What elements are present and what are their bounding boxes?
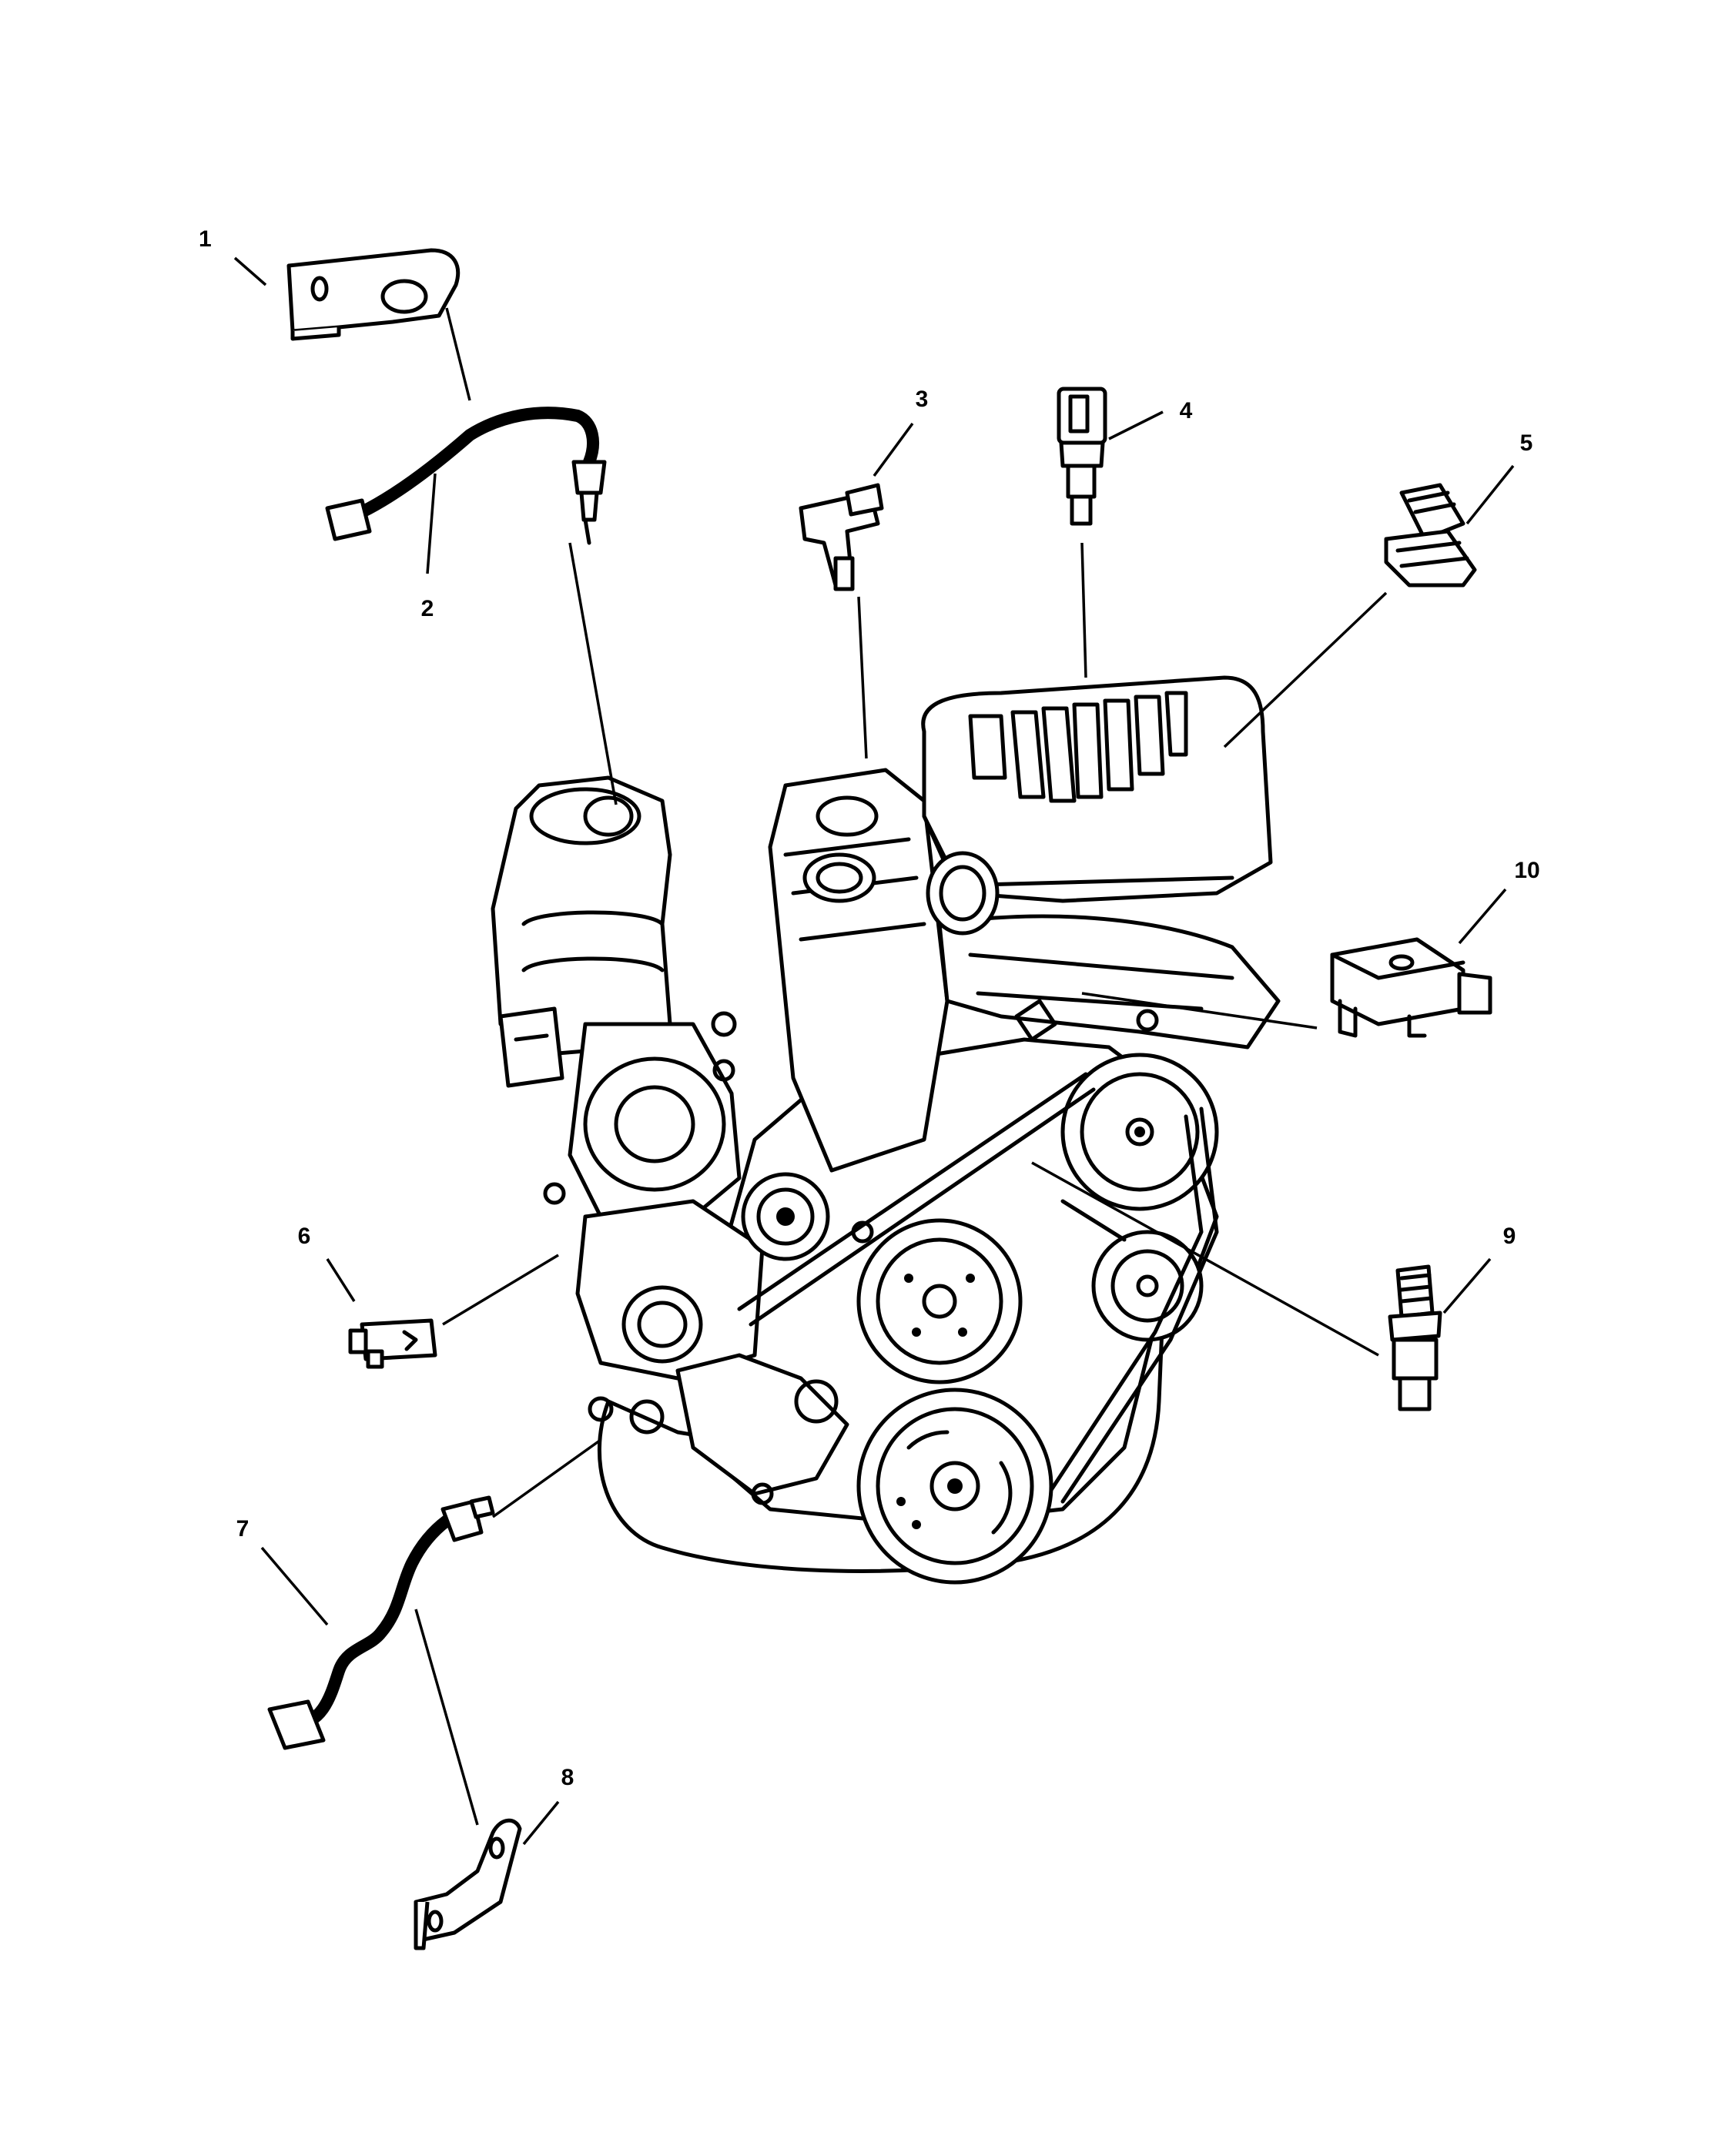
leader-10 [1458, 888, 1507, 945]
leader-10b [1081, 992, 1318, 1029]
callout-6: 6 [298, 1224, 311, 1249]
leader-6 [326, 1258, 356, 1302]
callout-4: 4 [1180, 398, 1193, 424]
leader-8b [414, 1609, 479, 1826]
leader-3 [873, 422, 914, 477]
part-1-bracket[interactable] [286, 248, 461, 341]
leader-4b [1080, 542, 1087, 678]
callout-labels: 1 2 3 4 5 6 7 8 9 10 [199, 226, 1540, 1790]
callout-9: 9 [1503, 1224, 1516, 1249]
leader-7b [491, 1438, 602, 1518]
part-9-temperature-sender[interactable] [1388, 1264, 1442, 1411]
part-3-camshaft-position-sensor[interactable] [799, 483, 884, 591]
part-2-oxygen-sensor-upstream[interactable] [325, 407, 607, 545]
callout-10: 10 [1514, 858, 1539, 883]
part-5-intake-air-temperature-sensor[interactable] [1384, 483, 1477, 588]
callout-2: 2 [421, 596, 434, 621]
leader-lines [233, 256, 1515, 1846]
leader-1 [233, 256, 267, 286]
part-8-bracket[interactable] [414, 1818, 522, 1950]
callout-8: 8 [561, 1765, 574, 1790]
leader-6b [442, 1254, 559, 1326]
leader-4 [1108, 410, 1164, 440]
callout-5: 5 [1520, 430, 1533, 456]
part-10-map-sensor[interactable] [1330, 937, 1492, 1038]
leader-9 [1442, 1257, 1492, 1314]
callout-7: 7 [236, 1516, 250, 1542]
leader-9b [1031, 1161, 1379, 1357]
leader-5b [1223, 591, 1388, 748]
leader-1b [445, 307, 471, 401]
callout-1: 1 [199, 226, 212, 252]
leader-5 [1465, 464, 1515, 525]
engine-assembly [491, 675, 1281, 1585]
part-4-coolant-temperature-sensor[interactable] [1057, 387, 1107, 526]
leader-3b [857, 596, 868, 759]
callout-3: 3 [916, 387, 929, 412]
leader-8 [522, 1800, 560, 1846]
leader-7 [260, 1546, 329, 1626]
air-cleaner-vents [968, 691, 1188, 803]
leader-2b [568, 542, 618, 805]
leader-2 [426, 473, 437, 574]
part-7-oxygen-sensor-downstream[interactable] [267, 1495, 495, 1750]
part-6-oil-pressure-sender[interactable] [348, 1318, 437, 1369]
